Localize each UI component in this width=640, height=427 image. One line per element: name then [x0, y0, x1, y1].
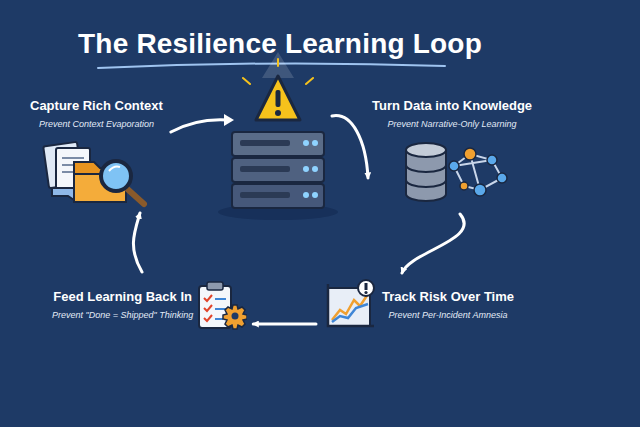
stage-node: Turn Data into KnowledgePrevent Narrativ… [372, 98, 532, 208]
risk-chart-icon [322, 278, 378, 332]
stage-heading: Capture Rich Context [30, 98, 163, 114]
checklist-gear-icon [195, 278, 247, 332]
stage-texts: Track Risk Over TimePrevent Per-Incident… [382, 289, 514, 321]
stage-node: Feed Learning Back In Prevent "Done = Shi… [52, 278, 247, 332]
stage-texts: Turn Data into KnowledgePrevent Narrativ… [372, 98, 532, 130]
stage-texts: Feed Learning Back In Prevent "Done = Shi… [52, 289, 193, 321]
cycle-arrow [402, 214, 464, 273]
stage-subtitle: Prevent Context Evaporation [39, 118, 154, 130]
stage-heading: Turn Data into Knowledge [372, 98, 532, 114]
stage-subtitle: Prevent Narrative-Only Learning [388, 118, 517, 130]
knowledge-icon [392, 136, 512, 208]
context-icon [40, 136, 152, 208]
stage-heading: Feed Learning Back In [53, 289, 192, 305]
arrowhead [224, 114, 234, 126]
stage-node: Capture Rich ContextPrevent Context Evap… [30, 98, 163, 208]
stage-heading: Track Risk Over Time [382, 289, 514, 305]
stage-node: Track Risk Over TimePrevent Per-Incident… [322, 278, 514, 332]
cycle-arrow [133, 213, 142, 272]
server-illustration [218, 52, 338, 220]
cycle-arrow [253, 323, 316, 326]
stage-texts: Capture Rich ContextPrevent Context Evap… [30, 98, 163, 130]
stage-subtitle: Prevent "Done = Shipped" Thinking [52, 309, 193, 321]
stage-subtitle: Prevent Per-Incident Amnesia [388, 309, 507, 321]
cycle-arrow [171, 116, 368, 178]
diagram-title: The Resilience Learning Loop [0, 28, 560, 60]
